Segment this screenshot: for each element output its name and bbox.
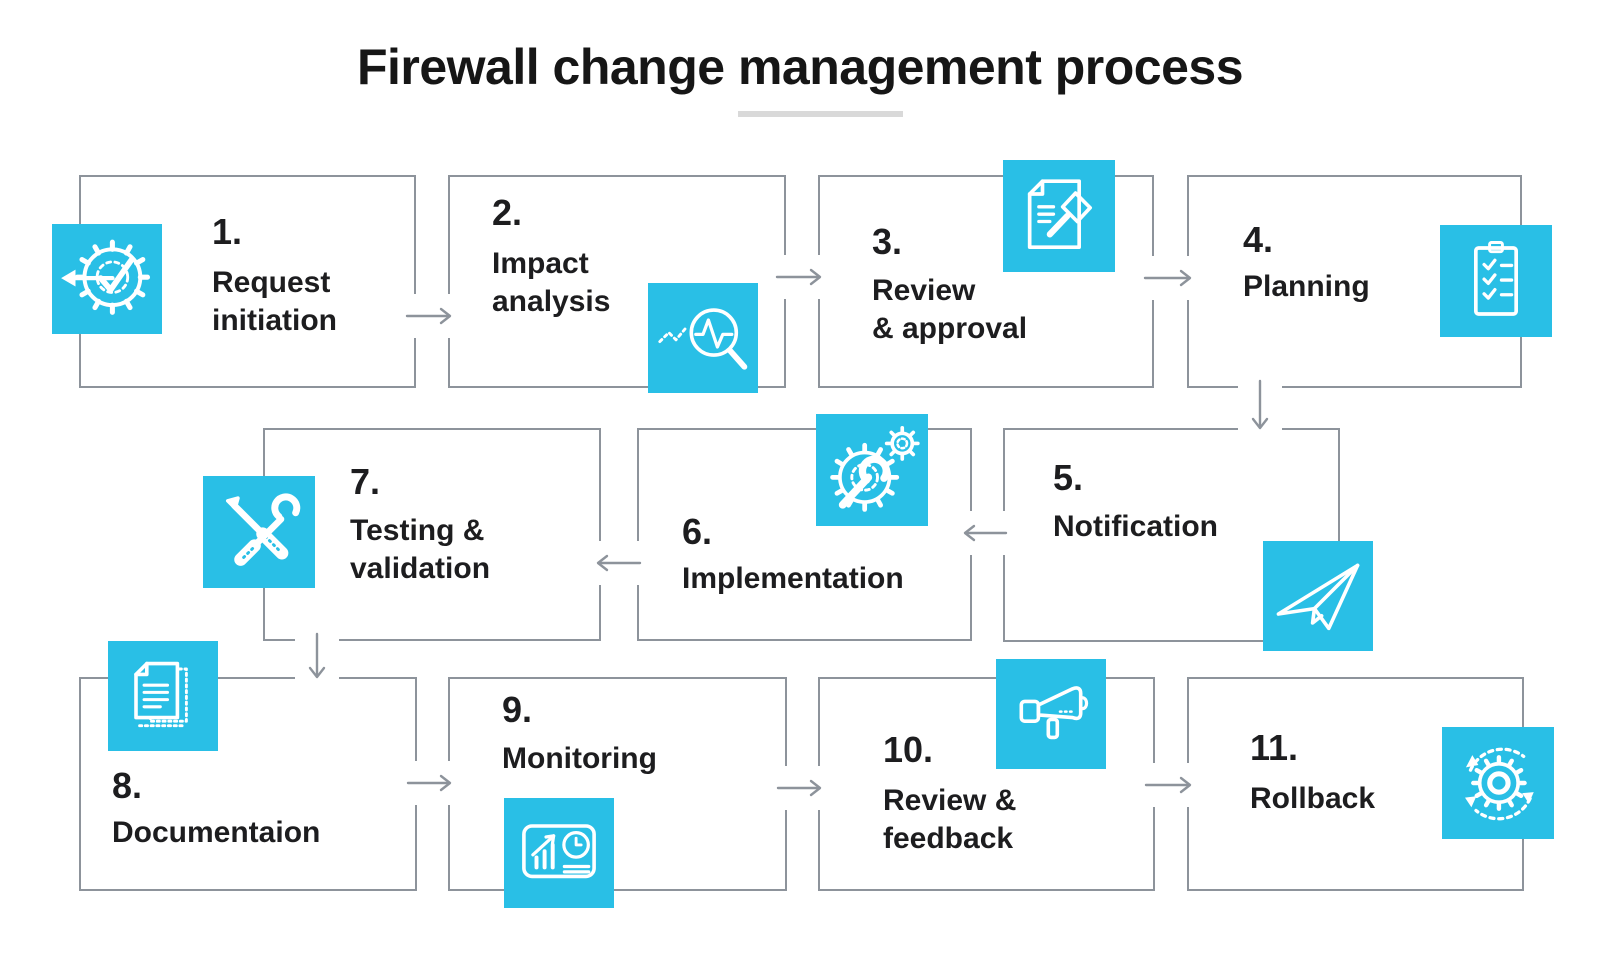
step-number-1: 1.	[212, 211, 243, 252]
step-label-8: Documentaion	[112, 814, 320, 852]
step-label-11: Rollback	[1250, 780, 1375, 818]
step-number-4: 4.	[1243, 219, 1274, 260]
document-gavel-icon	[1027, 179, 1092, 249]
page-title: Firewall change management process	[356, 39, 1244, 95]
step-number-5: 5.	[1053, 457, 1084, 498]
step-label-6: Implementation	[682, 560, 904, 598]
step-label-10-line1: Review &	[883, 784, 1017, 817]
step-icon-9	[504, 798, 614, 908]
step-number-9: 9.	[502, 689, 533, 730]
step-label-1-line2: initiation	[212, 304, 337, 337]
step-label-4-line1: Planning	[1243, 270, 1370, 303]
step-icon-4	[1440, 225, 1552, 337]
magnifier-pulse-icon	[658, 308, 748, 370]
step-number-6: 6.	[682, 511, 713, 552]
step-label-3: Review & approval	[872, 272, 1027, 348]
step-label-5: Notification	[1053, 508, 1218, 546]
gear-checkmark-arrow-icon	[61, 239, 151, 315]
step-icon-10	[996, 659, 1106, 769]
clipboard-checklist-icon	[1474, 241, 1518, 316]
step-icon-5	[1263, 541, 1373, 651]
step-number-8: 8.	[112, 765, 143, 806]
dashboard-chart-clock-icon	[522, 824, 596, 879]
step-label-11-line1: Rollback	[1250, 782, 1376, 815]
wrench-gear-icon	[830, 426, 920, 512]
step-label-7-line2: validation	[350, 552, 491, 585]
step-icon-1	[52, 224, 162, 334]
crossed-tools-icon	[226, 493, 301, 566]
step-number-10: 10.	[883, 729, 934, 770]
step-icon-11	[1442, 727, 1554, 839]
step-icon-2	[648, 283, 758, 393]
step-number-11: 11.	[1250, 727, 1299, 768]
gear-rotate-icon	[1465, 747, 1534, 821]
step-label-1: Request initiation	[212, 264, 337, 340]
step-icon-3	[1003, 160, 1115, 272]
step-label-6-line1: Implementation	[682, 562, 904, 595]
step-label-9: Monitoring	[502, 740, 657, 778]
megaphone-icon	[1019, 686, 1089, 740]
step-icon-6	[816, 414, 928, 526]
step-label-2-line1: Impact	[492, 247, 589, 280]
title-underline	[738, 111, 903, 117]
step-label-5-line1: Notification	[1053, 510, 1218, 543]
step-label-10: Review & feedback	[883, 782, 1016, 858]
step-label-7-line1: Testing &	[350, 514, 485, 547]
documents-icon	[134, 661, 188, 728]
step-label-2: Impact analysis	[492, 245, 610, 321]
step-label-3-line1: Review	[872, 274, 976, 307]
step-label-8-line1: Documentaion	[112, 816, 321, 849]
step-label-9-line1: Monitoring	[502, 742, 657, 775]
step-label-4: Planning	[1243, 268, 1370, 306]
paper-plane-icon	[1276, 563, 1360, 631]
step-icon-8	[108, 641, 218, 751]
step-label-7: Testing & validation	[350, 512, 490, 588]
step-label-1-line1: Request	[212, 266, 331, 299]
step-number-7: 7.	[350, 461, 381, 502]
step-label-10-line2: feedback	[883, 822, 1014, 855]
step-label-3-line2: & approval	[872, 312, 1028, 345]
step-number-2: 2.	[492, 192, 523, 233]
step-number-3: 3.	[872, 221, 903, 262]
step-icon-7	[203, 476, 315, 588]
step-label-2-line2: analysis	[492, 285, 611, 318]
